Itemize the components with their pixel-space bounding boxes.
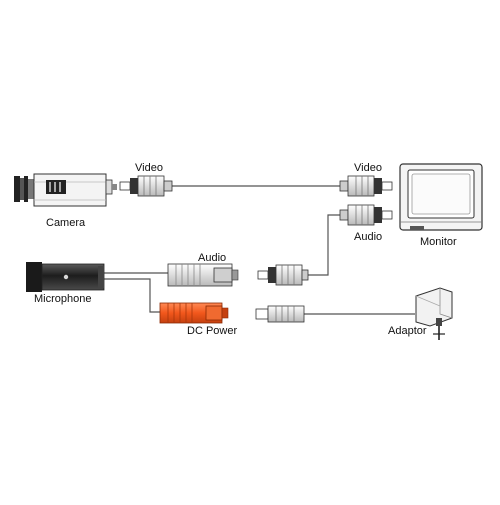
monitor-icon	[399, 163, 483, 231]
audio-cable	[308, 214, 340, 276]
dc-power-label: DC Power	[187, 325, 237, 337]
video-label-right: Video	[354, 162, 382, 174]
mic-cable-dc	[104, 278, 160, 313]
dc-plug-icon	[159, 302, 229, 324]
audio-jack-microphone-side	[167, 263, 239, 287]
dc-plug-adaptor-side	[255, 305, 305, 323]
video-plug-camera-side	[119, 175, 173, 197]
microphone-icon	[26, 262, 105, 292]
video-plug-monitor-side	[339, 175, 393, 197]
monitor-label: Monitor	[420, 236, 457, 248]
audio-plug-monitor-side	[339, 204, 393, 226]
camera-label: Camera	[46, 217, 86, 229]
audio-label-right: Audio	[354, 231, 382, 243]
cables	[104, 185, 415, 315]
audio-label-mid: Audio	[198, 252, 226, 264]
audio-plug-mid	[257, 264, 309, 286]
camera-icon	[14, 173, 117, 207]
power-adaptor-icon	[415, 287, 453, 340]
microphone-label: Microphone	[34, 293, 91, 305]
adaptor-label: Adaptor	[388, 325, 427, 337]
video-label-left: Video	[135, 162, 163, 174]
